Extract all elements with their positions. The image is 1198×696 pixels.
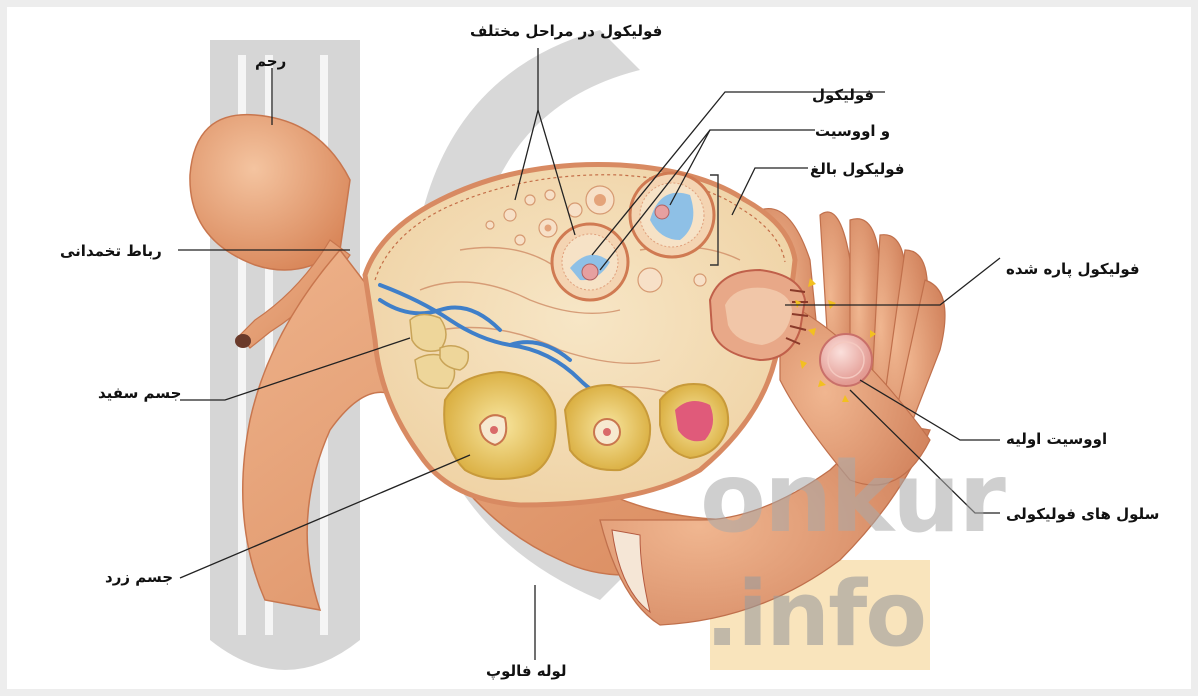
watermark-text-info: .info bbox=[705, 570, 925, 660]
label-ovarian-ligament: رباط تخمدانی bbox=[60, 242, 162, 260]
corpus-luteum-medium bbox=[565, 385, 650, 470]
label-uterus: رحم bbox=[255, 52, 286, 70]
label-follicular-cells: سلول های فولیکولی bbox=[1006, 505, 1159, 523]
label-and-oocyte: و اووسیت bbox=[815, 122, 890, 140]
label-fallopian-tube: لوله فالوپ bbox=[486, 662, 567, 680]
label-follicle: فولیکول bbox=[812, 86, 874, 104]
secondary-follicle bbox=[552, 224, 628, 300]
label-mature-follicle: فولیکول بالغ bbox=[810, 160, 905, 178]
label-corpus-albicans: جسم سفید bbox=[98, 384, 181, 402]
watermark-text-onkur: onkur bbox=[700, 450, 1004, 546]
corpus-luteum-large bbox=[444, 372, 556, 479]
vessel-end bbox=[235, 334, 251, 348]
label-follicle-stages: فولیکول در مراحل مختلف bbox=[470, 22, 662, 40]
label-primary-oocyte: اووسیت اولیه bbox=[1006, 430, 1107, 448]
label-corpus-luteum: جسم زرد bbox=[105, 568, 173, 586]
label-ruptured-follicle: فولیکول پاره شده bbox=[1006, 260, 1140, 278]
